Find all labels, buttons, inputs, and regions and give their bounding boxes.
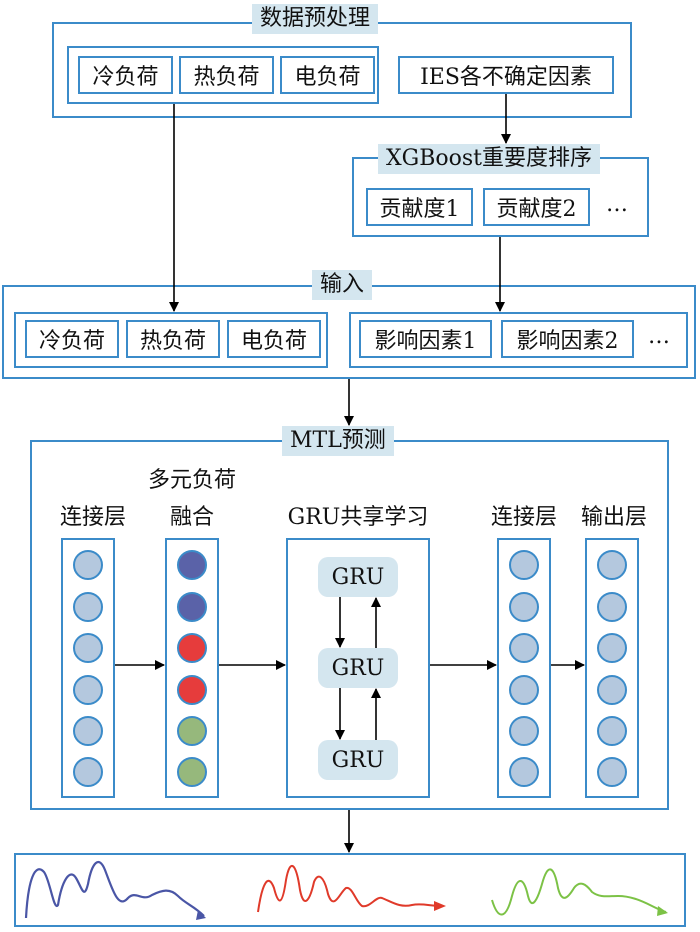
connect-right-node-4 bbox=[509, 675, 539, 705]
curve-heat-load-arrow bbox=[434, 901, 446, 911]
output-node-6 bbox=[597, 757, 627, 787]
preprocess-uncertainty: IES各不确定因素 bbox=[398, 56, 614, 94]
output-node-3 bbox=[597, 633, 627, 663]
input-title: 输入 bbox=[312, 270, 373, 300]
connect-left-node-4 bbox=[73, 675, 103, 705]
fusion-layer bbox=[165, 538, 219, 798]
connect-left-node-6 bbox=[73, 757, 103, 787]
xgboost-title: XGBoost重要度排序 bbox=[378, 144, 601, 174]
mtl-connect-left-label: 连接层 bbox=[59, 505, 126, 530]
mtl-gru-title: GRU共享学习 bbox=[287, 505, 429, 530]
input-load-elec: 电负荷 bbox=[227, 320, 321, 358]
preprocess-load-cold: 冷负荷 bbox=[78, 56, 173, 94]
input-factor-2: 影响因素2 bbox=[501, 320, 634, 358]
output-curves-box bbox=[14, 853, 686, 927]
preprocess-load-heat: 热负荷 bbox=[179, 56, 274, 94]
output-node-5 bbox=[597, 716, 627, 746]
input-load-cold: 冷负荷 bbox=[25, 320, 119, 358]
xgboost-item-2: 贡献度2 bbox=[483, 188, 590, 226]
xgboost-ellipsis: … bbox=[606, 192, 628, 217]
mtl-connect-right-label: 连接层 bbox=[490, 505, 557, 530]
curve-cold-load bbox=[24, 860, 205, 919]
connect-left-layer bbox=[61, 538, 115, 798]
curve-elec-load bbox=[491, 868, 667, 916]
input-loads-group bbox=[14, 312, 328, 368]
connect-left-node-3 bbox=[73, 633, 103, 663]
input-load-heat: 热负荷 bbox=[126, 320, 220, 358]
mtl-output-label: 输出层 bbox=[580, 505, 647, 530]
preprocess-load-elec: 电负荷 bbox=[280, 56, 375, 94]
curve-elec-load-arrow bbox=[657, 906, 668, 916]
fusion-node-3 bbox=[177, 633, 207, 663]
output-node-4 bbox=[597, 675, 627, 705]
mtl-fusion-label-2: 融合 bbox=[169, 505, 214, 530]
connect-right-node-1 bbox=[509, 550, 539, 580]
output-layer bbox=[585, 538, 639, 798]
output-node-1 bbox=[597, 550, 627, 580]
connect-right-node-3 bbox=[509, 633, 539, 663]
preprocess-loads-group bbox=[67, 46, 379, 104]
connect-right-node-5 bbox=[509, 716, 539, 746]
connect-left-node-5 bbox=[73, 716, 103, 746]
connect-left-node-2 bbox=[73, 592, 103, 622]
output-node-2 bbox=[597, 592, 627, 622]
input-factor-1: 影响因素1 bbox=[359, 320, 492, 358]
curve-heat-load bbox=[257, 865, 443, 913]
fusion-node-5 bbox=[177, 716, 207, 746]
input-ellipsis: … bbox=[648, 324, 670, 349]
connect-left-node-1 bbox=[73, 550, 103, 580]
gru-unit-1: GRU bbox=[318, 557, 398, 597]
mtl-title: MTL预测 bbox=[282, 426, 394, 456]
gru-unit-2: GRU bbox=[318, 648, 398, 688]
connect-right-node-6 bbox=[509, 757, 539, 787]
fusion-node-2 bbox=[177, 592, 207, 622]
fusion-node-1 bbox=[177, 550, 207, 580]
xgboost-item-1: 贡献度1 bbox=[366, 188, 473, 226]
gru-unit-3: GRU bbox=[318, 740, 398, 780]
fusion-node-4 bbox=[177, 675, 207, 705]
gru-shared-box bbox=[286, 538, 430, 798]
mtl-fusion-label-1: 多元负荷 bbox=[147, 468, 236, 493]
fusion-node-6 bbox=[177, 757, 207, 787]
layer-nodes bbox=[73, 550, 627, 787]
preprocess-title: 数据预处理 bbox=[252, 4, 379, 34]
connect-right-layer bbox=[497, 538, 551, 798]
curve-cold-load-arrow bbox=[196, 910, 206, 920]
input-factors-group bbox=[349, 312, 688, 368]
connect-right-node-2 bbox=[509, 592, 539, 622]
